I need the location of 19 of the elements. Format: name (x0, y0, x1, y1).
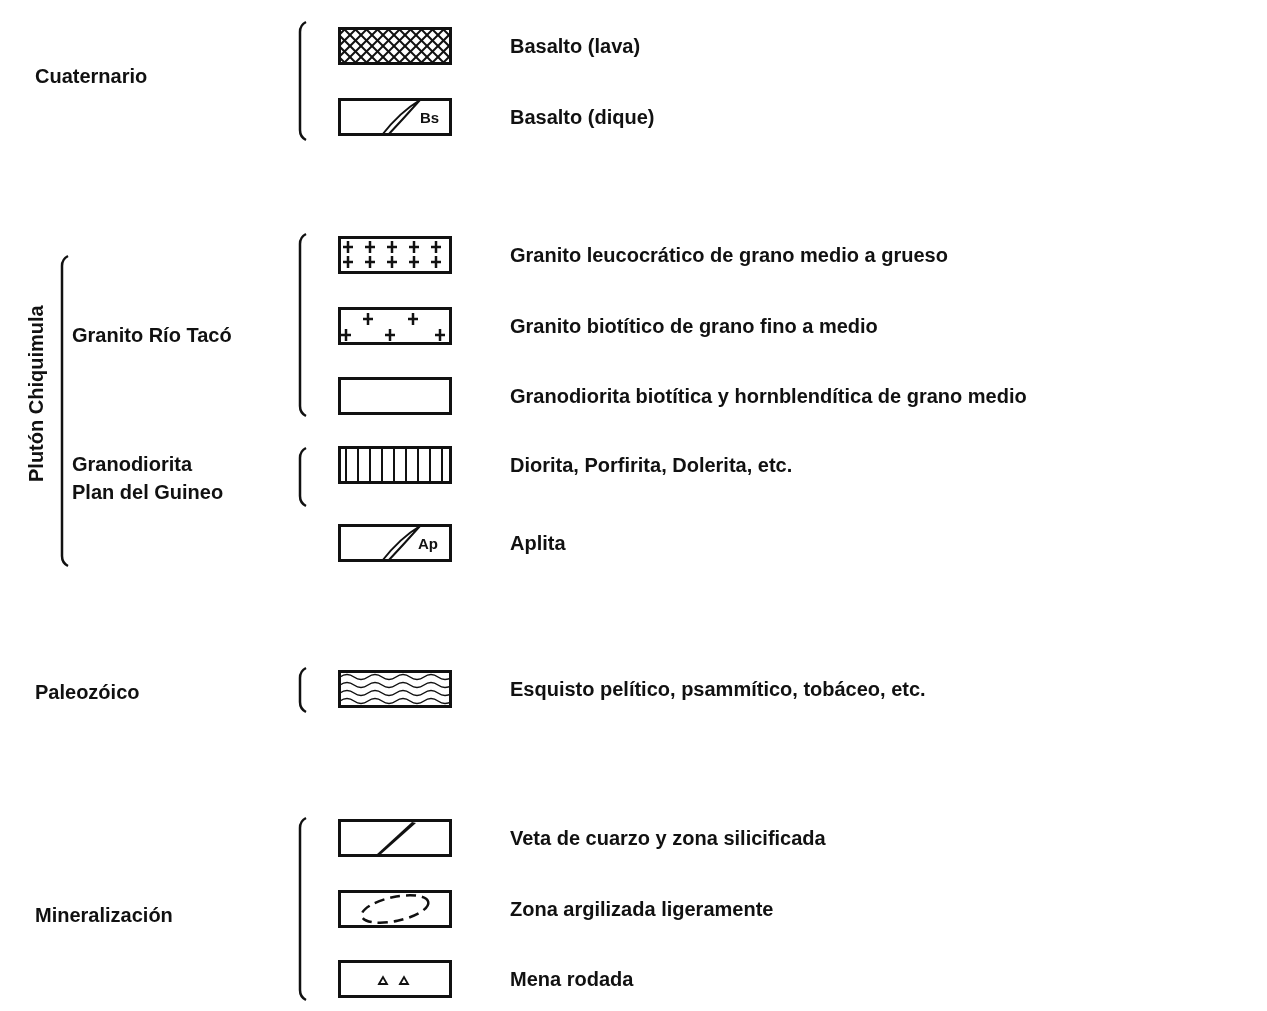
legend-text: Aplita (510, 531, 566, 555)
legend-text: Granito biotítico de grano fino a medio (510, 314, 878, 338)
symbol-letters: Bs (420, 108, 440, 128)
symbol-letters: Ap (418, 534, 438, 554)
legend-text: Granodiorita biotítica y hornblendítica de grano medio (510, 384, 1027, 408)
group-label: Mineralización (35, 903, 173, 927)
legend-text: Basalto (dique) (510, 105, 655, 129)
group-label: Granodiorita Plan del Guineo (72, 452, 225, 505)
legend-text: Basalto (lava) (510, 34, 641, 58)
group-label: Granito Río Tacó (72, 323, 232, 347)
legend-text: Veta de cuarzo y zona silicificada (510, 826, 826, 850)
group-label: Plutón Chiquimula (24, 305, 48, 482)
group-label: Cuaternario (35, 64, 148, 88)
legend-text: Zona argilizada ligeramente (510, 897, 774, 921)
legend-text: Esquisto pelítico, psammítico, tobáceo, etc. (510, 677, 926, 701)
legend-text: Granito leucocrático de grano medio a grueso (510, 243, 948, 267)
legend-text: Diorita, Porfirita, Dolerita, etc. (510, 453, 793, 477)
group-label: Paleozóico (35, 680, 140, 704)
legend-text: Mena rodada (510, 967, 634, 991)
